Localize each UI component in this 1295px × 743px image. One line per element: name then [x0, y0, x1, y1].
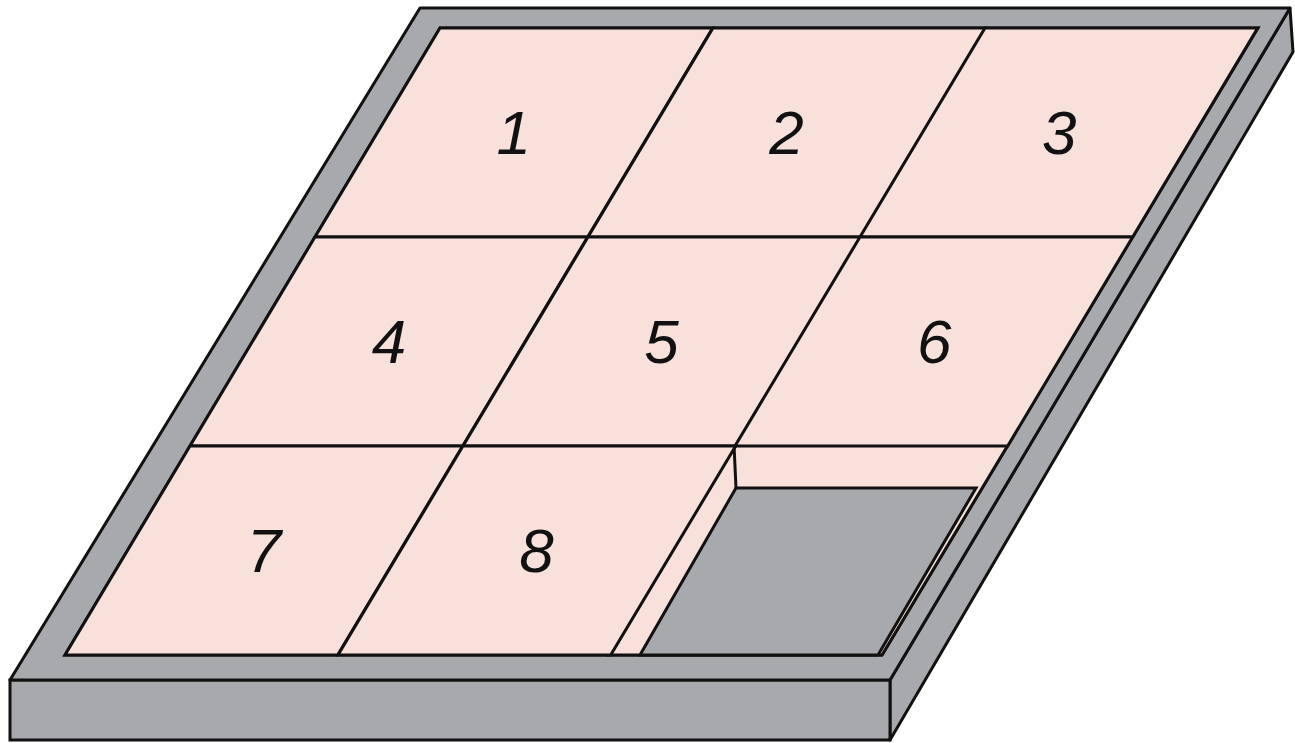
- puzzle-tile: 6: [735, 237, 1133, 446]
- tile-number: 2: [769, 102, 803, 164]
- frame-front: [10, 680, 890, 740]
- frame-top: [10, 8, 1290, 680]
- tile-number: 5: [644, 311, 678, 373]
- tile-outline: [860, 28, 1258, 237]
- puzzle-tile: 8: [338, 446, 736, 655]
- tile-number: 3: [1042, 102, 1076, 164]
- tile-number: 8: [519, 520, 553, 582]
- puzzle-tile: 3: [860, 28, 1258, 237]
- slot-edge: [734, 445, 736, 488]
- tile-number: 6: [917, 311, 951, 373]
- tile-outline: [735, 237, 1133, 446]
- tile-number: 1: [497, 102, 531, 164]
- tile-outline: [338, 446, 736, 655]
- tile-well: [65, 28, 1258, 655]
- tile-number: 7: [247, 520, 281, 582]
- tile-number: 4: [372, 311, 406, 373]
